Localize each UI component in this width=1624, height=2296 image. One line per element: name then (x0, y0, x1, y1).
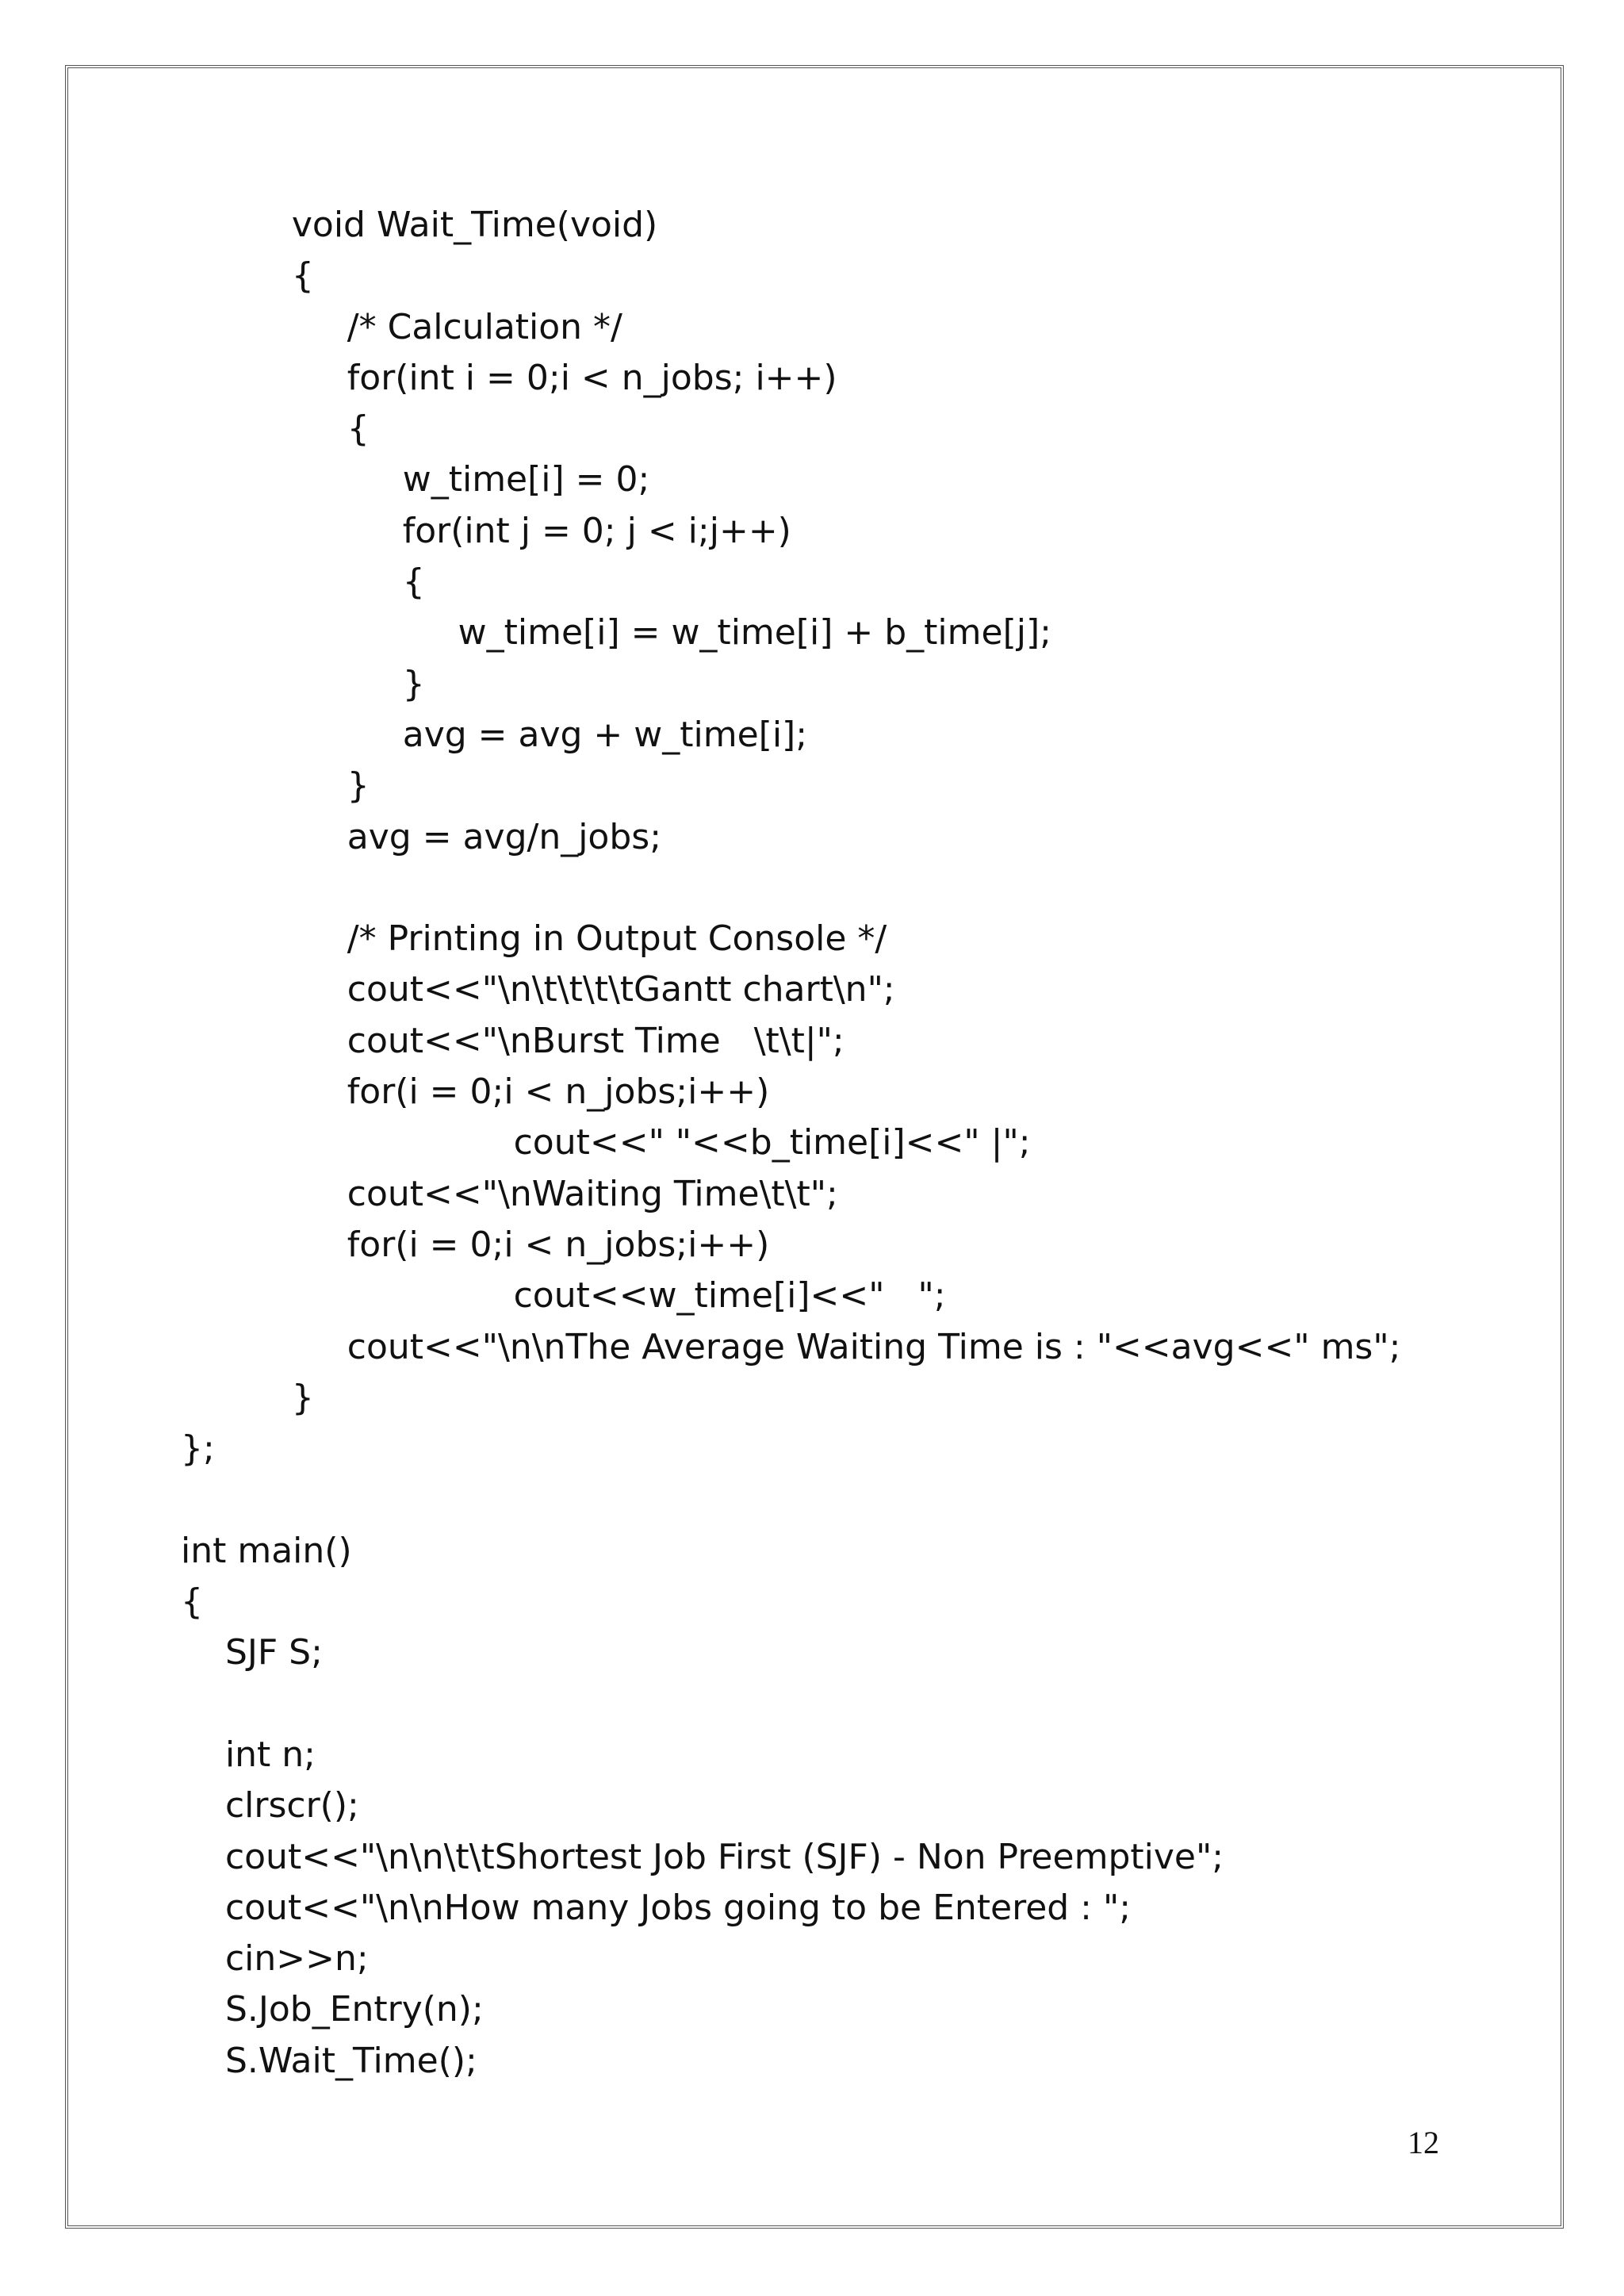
code-line: S.Wait_Time(); (181, 2040, 477, 2081)
code-listing: void Wait_Time(void) { /* Calculation */… (181, 200, 1400, 2087)
code-line: { (181, 562, 425, 603)
code-line: int n; (181, 1734, 316, 1775)
code-line: } (181, 663, 425, 704)
code-line: void Wait_Time(void) (181, 205, 658, 245)
code-line (181, 1474, 1400, 1525)
code-line: cout<<w_time[i]<<" "; (181, 1275, 946, 1317)
code-line: w_time[i] = w_time[i] + b_time[j]; (181, 612, 1051, 654)
code-line (181, 863, 1400, 914)
code-line: S.Job_Entry(n); (181, 1989, 484, 2030)
page-number: 12 (1408, 2125, 1439, 2160)
code-line: { (181, 255, 314, 297)
code-line: for(int i = 0;i < n_jobs; i++) (181, 357, 837, 398)
code-line: }; (181, 1428, 215, 1470)
code-line: cout<<"\n\t\t\t\tGantt chart\n"; (181, 969, 895, 1010)
code-line: cin>>n; (181, 1938, 369, 1980)
code-line: { (181, 1581, 203, 1623)
code-line: cout<<"\n\n\t\tShortest Job First (SJF) … (181, 1836, 1224, 1877)
code-line: } (181, 765, 370, 807)
code-line: /* Printing in Output Console */ (181, 918, 887, 960)
code-line: cout<<"\n\nThe Average Waiting Time is :… (181, 1326, 1401, 1367)
code-line: cout<<"\nBurst Time \t\t|"; (181, 1020, 845, 1061)
code-line: for(int j = 0; j < i;j++) (181, 510, 791, 551)
code-line: w_time[i] = 0; (181, 459, 650, 500)
code-line: for(i = 0;i < n_jobs;i++) (181, 1071, 770, 1113)
code-line: cout<<"\n\nHow many Jobs going to be Ent… (181, 1887, 1132, 1928)
code-line: for(i = 0;i < n_jobs;i++) (181, 1224, 770, 1265)
code-line: avg = avg + w_time[i]; (181, 714, 808, 755)
code-line: { (181, 408, 370, 450)
code-line: cout<<" "<<b_time[i]<<" |"; (181, 1122, 1031, 1163)
code-line: } (181, 1377, 314, 1418)
code-line: avg = avg/n_jobs; (181, 816, 662, 857)
page-border (65, 65, 1564, 2229)
code-line (181, 1679, 1400, 1730)
code-line: cout<<"\nWaiting Time\t\t"; (181, 1173, 838, 1214)
code-line: clrscr(); (181, 1785, 359, 1826)
code-line: /* Calculation */ (181, 306, 622, 347)
code-line: int main() (181, 1530, 352, 1571)
code-line: SJF S; (181, 1632, 323, 1673)
